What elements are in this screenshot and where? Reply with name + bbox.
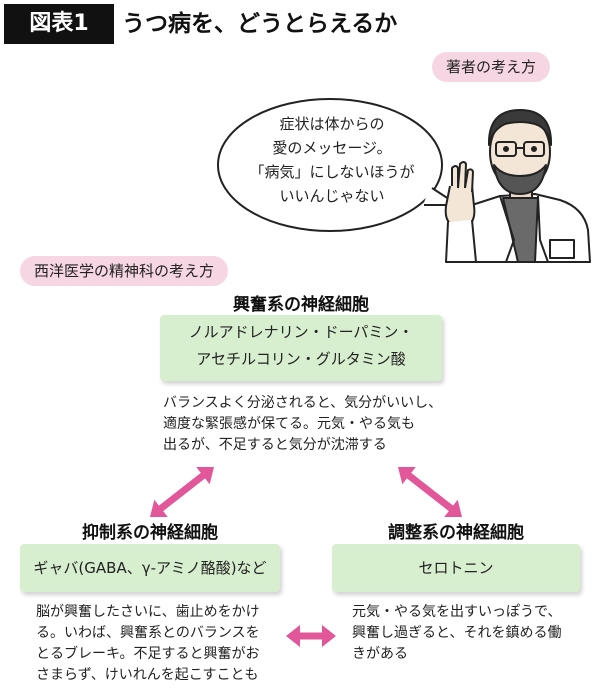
figure-title: うつ病を、どうとらえるか (122, 11, 398, 37)
excitatory-box: ノルアドレナリン・ドーパミン・ アセチルコリン・グルタミン酸 (160, 315, 442, 381)
excitatory-example-line: アセチルコリン・グルタミン酸 (196, 350, 406, 368)
inhibitory-example: ギャバ(GABA、γ-アミノ酪酸)など (33, 559, 267, 577)
arrow-inhibitory-regulatory (286, 625, 336, 647)
description-line: 脳が興奮したさいに、歯止めをかけ (36, 604, 260, 620)
inhibitory-description: 脳が興奮したさいに、歯止めをかけ る。いわば、興奮系とのバランスを とるブレーキ… (36, 602, 260, 686)
speech-line: いいんじゃない (279, 187, 385, 205)
description-line: る。いわば、興奮系とのバランスを (36, 625, 260, 641)
speech-line: 症状は体からの (279, 115, 385, 133)
description-line: とるブレーキ。不足すると興奮がお (36, 646, 260, 662)
excitatory-description: バランスよく分泌されると、気分がいいし、 適度な緊張感が保てる。元気・やる気も … (163, 393, 442, 456)
description-line: さまらず、けいれんを起こすことも (36, 667, 259, 683)
western-view-label: 西洋医学の精神科の考え方 (20, 256, 229, 286)
arrows-layer (150, 467, 462, 647)
speech-bubble (217, 98, 459, 232)
description-line: きがある (352, 646, 408, 662)
description-line: 元気・やる気を出すいっぽうで、 (352, 604, 562, 620)
description-line: 興奮し過ぎると、それを鎮める働 (352, 625, 562, 641)
inhibitory-title: 抑制系の神経細胞 (82, 523, 218, 543)
author-view-label: 著者の考え方 (432, 52, 551, 82)
speech-bubble-text: 症状は体からの 愛のメッセージ。 「病気」にしないほうが いいんじゃない (232, 112, 432, 208)
regulatory-description: 元気・やる気を出すいっぽうで、 興奮し過ぎると、それを鎮める働 きがある (352, 602, 561, 665)
arrow-excitatory-regulatory (398, 467, 462, 517)
description-line: バランスよく分泌されると、気分がいいし、 (163, 395, 443, 411)
figure-tag: 図表1 (4, 4, 114, 44)
speech-line: 「病気」にしないほうが (249, 163, 415, 181)
excitatory-title: 興奮系の神経細胞 (233, 295, 369, 315)
arrow-excitatory-inhibitory (150, 467, 214, 517)
regulatory-title: 調整系の神経細胞 (388, 523, 524, 543)
doctor-illustration (444, 109, 591, 263)
inhibitory-box: ギャバ(GABA、γ-アミノ酪酸)など (20, 544, 280, 592)
description-line: 出るが、不足すると気分が沈滞する (163, 437, 387, 453)
description-line: 適度な緊張感が保てる。元気・やる気も (163, 416, 415, 432)
speech-line: 愛のメッセージ。 (272, 139, 392, 157)
regulatory-example: セロトニン (418, 559, 494, 577)
excitatory-example-line: ノルアドレナリン・ドーパミン・ (188, 323, 414, 341)
regulatory-box: セロトニン (332, 544, 580, 592)
